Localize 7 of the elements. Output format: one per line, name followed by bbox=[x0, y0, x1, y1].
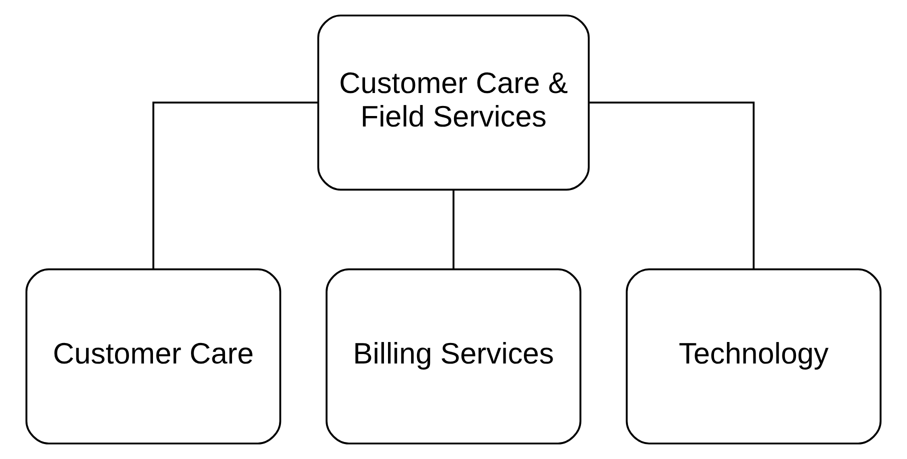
node-box: Customer Care & Field Services bbox=[317, 14, 590, 191]
node-box: Billing Services bbox=[326, 268, 582, 444]
connector bbox=[152, 102, 318, 270]
node-box: Technology bbox=[626, 268, 882, 444]
connector bbox=[452, 190, 454, 269]
node-box: Customer Care bbox=[25, 268, 282, 444]
connector bbox=[590, 102, 755, 270]
